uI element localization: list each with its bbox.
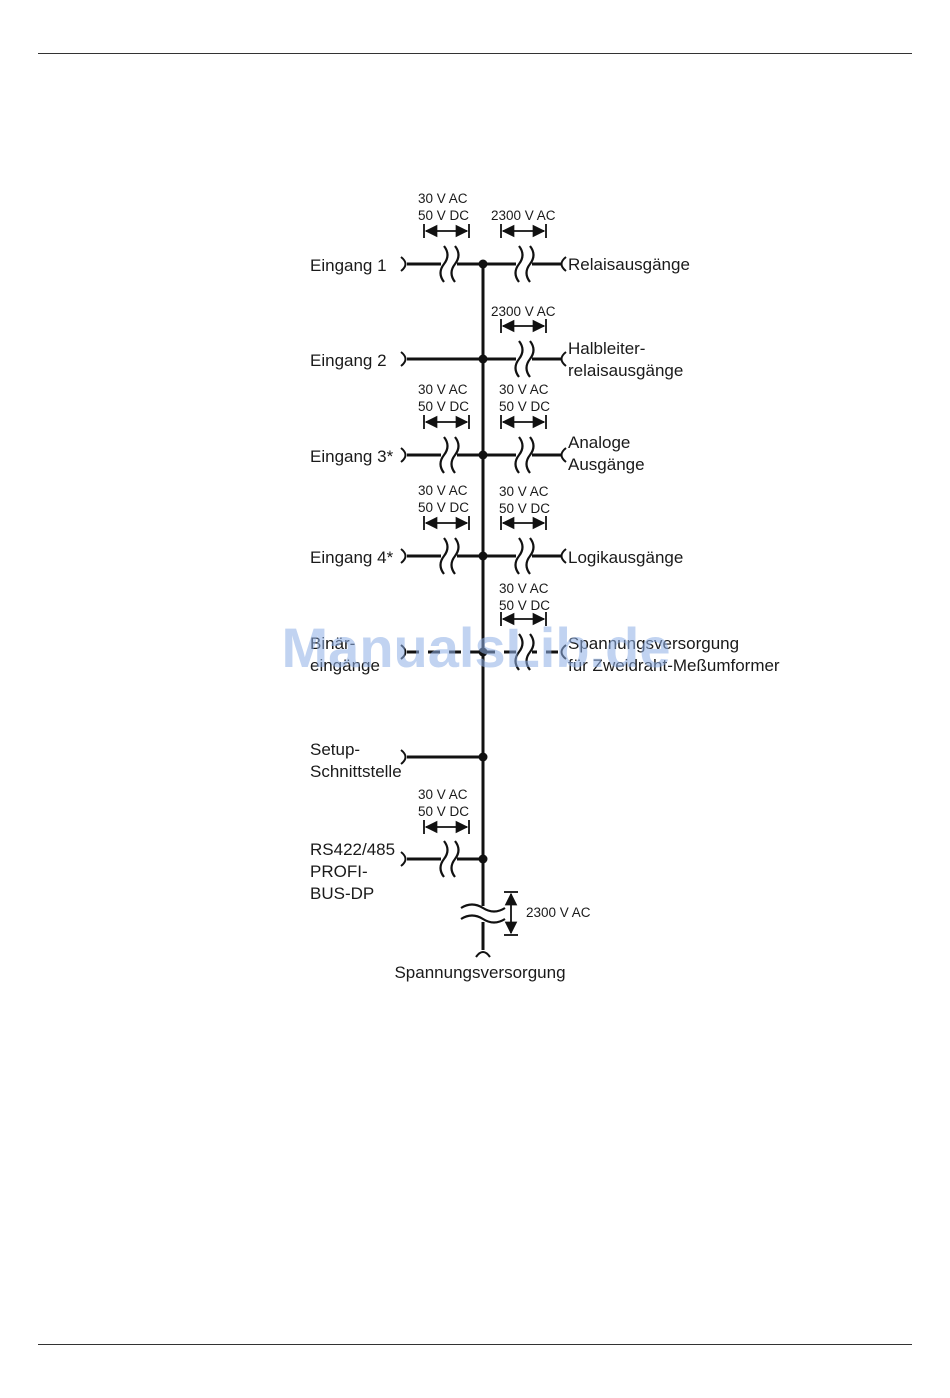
label-binaer-line1: Binär- [310,634,355,653]
dimension-arrows [423,224,547,936]
voltage-low-ac: 30 V AC [418,787,468,802]
label-logik: Logikausgänge [568,548,683,567]
label-eingang-1: Eingang 1 [310,256,387,275]
voltage-low-dc: 50 V DC [499,501,550,516]
label-halbleiter-line2: relaisausgänge [568,361,683,380]
label-eingang-2: Eingang 2 [310,351,387,370]
voltage-high: 2300 V AC [491,304,556,319]
voltage-low-ac: 30 V AC [418,483,468,498]
terminal-symbols [400,256,567,958]
voltage-low-dc: 50 V DC [418,208,469,223]
voltage-low-dc: 50 V DC [418,500,469,515]
label-setup-line2: Schnittstelle [310,762,402,781]
voltage-high: 2300 V AC [491,208,556,223]
voltage-labels: 30 V AC 50 V DC 2300 V AC 2300 V AC 30 V… [418,191,591,920]
label-spannung-line1: Spannungsversorgung [568,634,739,653]
label-analog-line2: Ausgänge [568,455,645,474]
voltage-low-ac: 30 V AC [499,484,549,499]
isolation-symbols [439,245,535,924]
voltage-low-ac: 30 V AC [499,382,549,397]
label-eingang-4: Eingang 4* [310,548,394,567]
label-bus-line3: BUS-DP [310,884,374,903]
top-rule [38,53,912,54]
voltage-low-ac: 30 V AC [499,581,549,596]
label-spannung-line2: für Zweidraht-Meßumformer [568,656,780,675]
input-labels: Eingang 1 Eingang 2 Eingang 3* Eingang 4… [310,256,402,903]
label-bus-line2: PROFI- [310,862,368,881]
junction-dots [478,259,488,864]
voltage-low-ac: 30 V AC [418,191,468,206]
label-bus-line1: RS422/485 [310,840,395,859]
label-supply: Spannungsversorgung [394,963,565,982]
label-halbleiter-line1: Halbleiter- [568,339,645,358]
bottom-rule [38,1344,912,1345]
voltage-high: 2300 V AC [526,905,591,920]
label-binaer-line2: eingänge [310,656,380,675]
label-setup-line1: Setup- [310,740,360,759]
label-relais: Relaisausgänge [568,255,690,274]
voltage-low-dc: 50 V DC [499,598,550,613]
watermark: ManualsLib.de [282,616,671,679]
voltage-low-ac: 30 V AC [418,382,468,397]
voltage-low-dc: 50 V DC [418,804,469,819]
output-labels: Relaisausgänge Halbleiter- relaisausgäng… [568,255,780,675]
voltage-low-dc: 50 V DC [418,399,469,414]
voltage-low-dc: 50 V DC [499,399,550,414]
input-lines [407,262,483,861]
label-eingang-3: Eingang 3* [310,447,394,466]
label-analog-line1: Analoge [568,433,630,452]
